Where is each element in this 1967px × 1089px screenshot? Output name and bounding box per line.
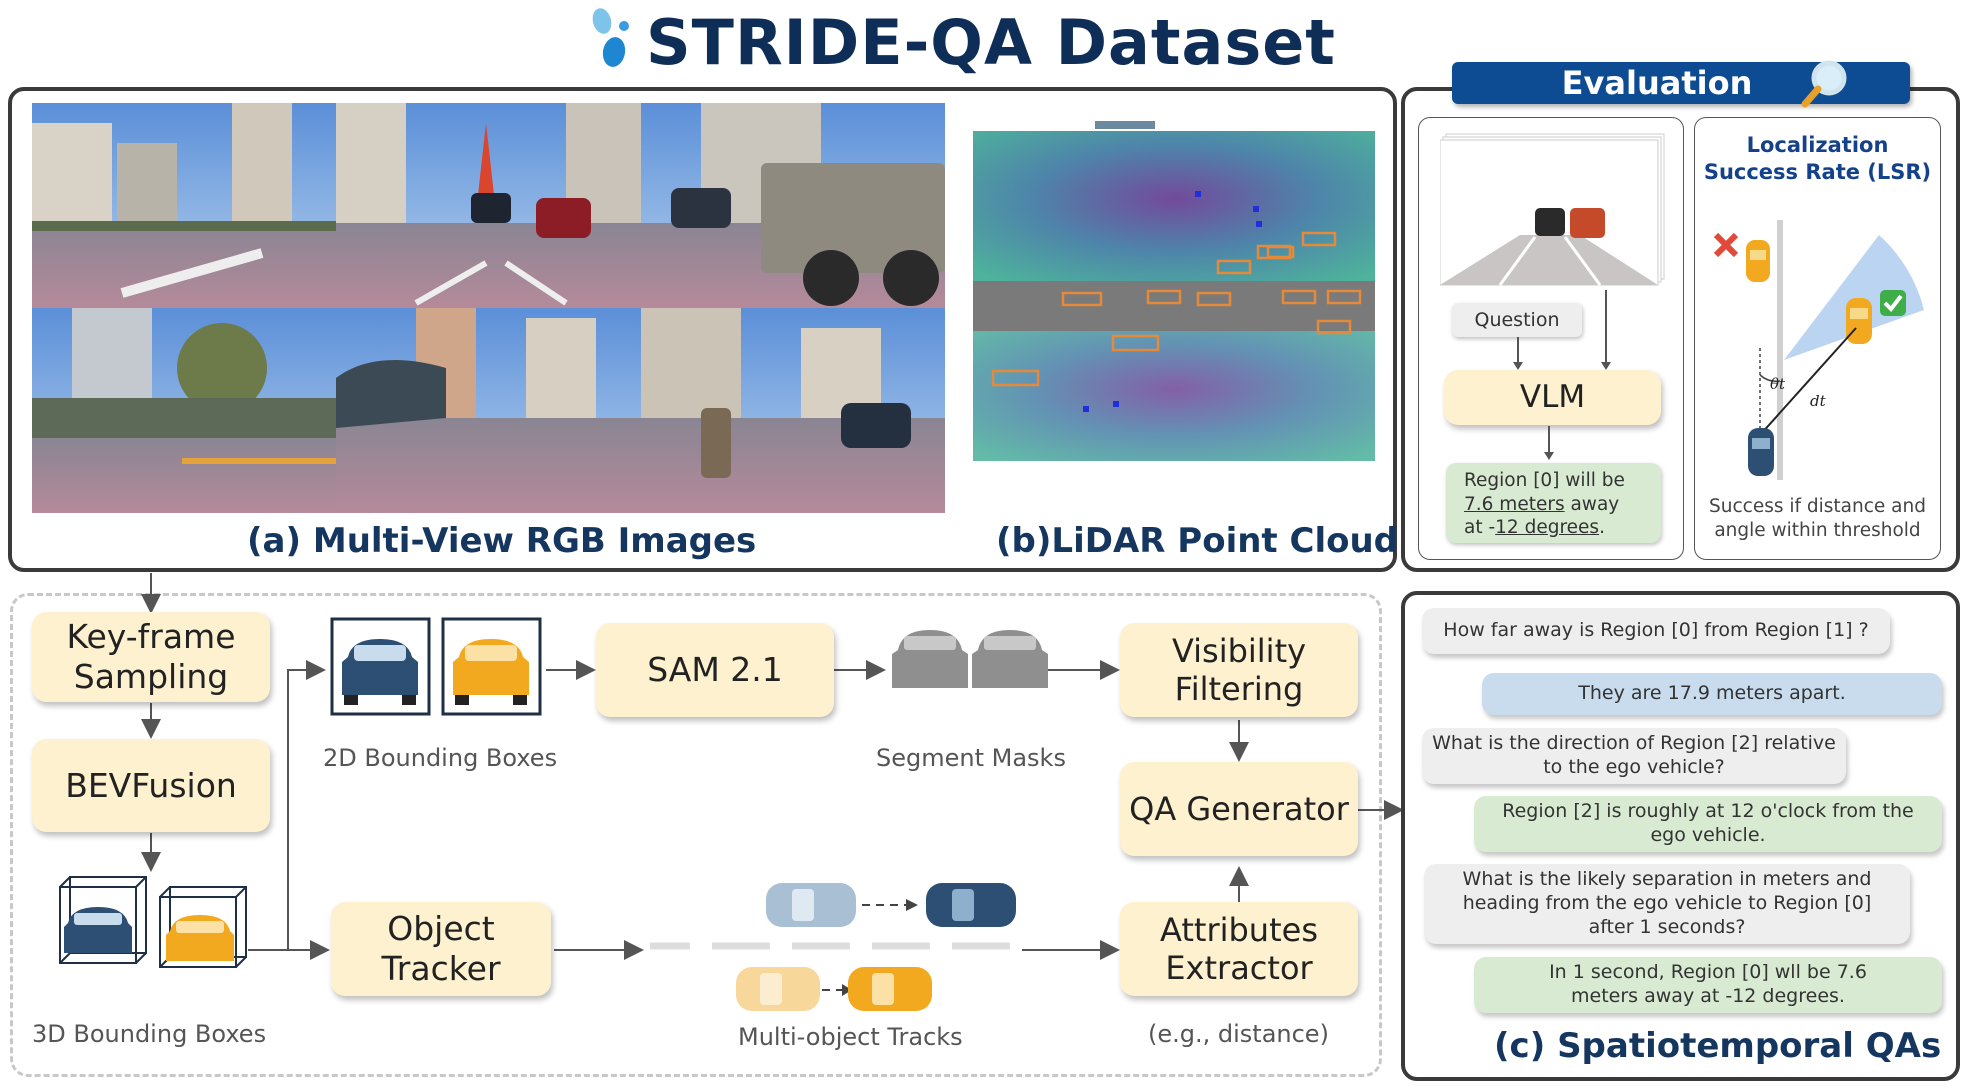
caption-qas: (c) Spatiotemporal QAs	[1494, 1026, 1942, 1066]
answer-distance: 7.6 meters	[1464, 493, 1565, 515]
page-title: STRIDE-QA Dataset	[646, 6, 1336, 79]
answer-line-1: Region [0] will be	[1464, 470, 1625, 491]
qa-question-3: What is the likely separation in meters …	[1424, 864, 1910, 944]
multi-object-tracks-illustration	[736, 883, 1016, 1011]
answer-bubble: Region [0] will be 7.6 meters away at -1…	[1446, 463, 1661, 543]
lsr-title-line-1: Localization	[1746, 133, 1889, 157]
object-tracker-label: Object Tracker	[381, 909, 501, 988]
answer-line-3: at -12 degrees.	[1464, 516, 1661, 540]
caption-lidar: (b)LiDAR Point Cloud	[996, 521, 1399, 561]
evaluation-title: Evaluation	[1561, 64, 1753, 102]
answer-angle: 12 degrees	[1495, 517, 1600, 539]
object-tracker-box: Object Tracker	[331, 902, 551, 996]
lsr-title-line-2: Success Rate (LSR)	[1703, 160, 1932, 185]
lidar-visual	[973, 121, 1375, 486]
lsr-note-line-2: angle within threshold	[1714, 520, 1921, 542]
pipeline-area	[10, 593, 1382, 1077]
visibility-filtering-box: Visibility Filtering	[1120, 623, 1358, 717]
answer-period: .	[1599, 517, 1605, 539]
keyframe-sampling-label: Key-frame Sampling	[66, 617, 236, 696]
track-car-orange	[848, 967, 932, 1011]
track-car-blue-faded	[766, 883, 856, 927]
bbox-2d-illustration	[330, 617, 542, 716]
qa-answer-2: Region [2] is roughly at 12 o'clock from…	[1474, 796, 1942, 852]
blue-car-icon	[342, 639, 418, 705]
eval-arrows	[1513, 290, 1611, 460]
answer-line-2: 7.6 meters away	[1464, 493, 1661, 517]
answer-at: at -	[1464, 517, 1496, 539]
multi-view-image-grid	[32, 103, 945, 513]
camera-tile-front-left	[32, 103, 336, 308]
label-tracks: Multi-object Tracks	[738, 1023, 963, 1051]
lsr-note: Success if distance and angle within thr…	[1694, 495, 1941, 543]
sam-label: SAM 2.1	[647, 650, 783, 690]
bbox-3d-illustration	[59, 876, 247, 968]
track-car-orange-faded	[736, 967, 820, 1011]
check-icon	[1880, 290, 1906, 316]
lsr-title: Localization Success Rate (LSR)	[1694, 132, 1941, 187]
qa-answer-1: They are 17.9 meters apart.	[1482, 673, 1942, 715]
label-segment-masks: Segment Masks	[876, 744, 1066, 772]
vlm-box: VLM	[1444, 370, 1661, 425]
magnifier-icon	[1801, 60, 1847, 108]
track-car-blue	[926, 883, 1016, 927]
camera-tile-front-right	[641, 103, 945, 308]
bevfusion-label: BEVFusion	[65, 765, 237, 805]
multi-view-images	[32, 103, 945, 513]
qa-question-1: How far away is Region [0] from Region […	[1422, 608, 1890, 654]
lsr-diagram	[1713, 220, 1924, 480]
cross-icon	[1713, 232, 1739, 258]
distance-label: dt	[1810, 392, 1826, 410]
question-chip: Question	[1452, 303, 1582, 337]
theta-label: θt	[1770, 375, 1786, 393]
segment-masks-illustration	[892, 630, 1048, 688]
label-3d-boxes: 3D Bounding Boxes	[32, 1020, 267, 1048]
orange-car-icon	[453, 639, 529, 705]
visibility-filtering-label: Visibility Filtering	[1171, 631, 1307, 708]
answer-away: away	[1564, 493, 1620, 515]
camera-tile-rear-right	[641, 308, 945, 513]
camera-tile-front	[336, 103, 641, 308]
qa-answer-3: In 1 second, Region [0] wll be 7.6 meter…	[1474, 957, 1942, 1013]
caption-multi-view: (a) Multi-View RGB Images	[247, 521, 757, 561]
attributes-extractor-label: Attributes Extractor	[1160, 910, 1318, 987]
keyframe-sampling-box: Key-frame Sampling	[32, 612, 270, 702]
qa-generator-label: QA Generator	[1129, 789, 1349, 828]
camera-tile-rear	[336, 308, 641, 513]
evaluation-header: Evaluation	[1452, 60, 1910, 108]
bevfusion-box: BEVFusion	[32, 739, 270, 832]
attributes-extractor-box: Attributes Extractor	[1120, 902, 1358, 996]
qa-generator-box: QA Generator	[1120, 762, 1358, 856]
camera-tile-rear-left	[32, 308, 336, 513]
qa-question-2: What is the direction of Region [2] rela…	[1422, 728, 1846, 784]
lidar-point-cloud	[973, 121, 1375, 486]
footprints-icon	[592, 8, 629, 67]
scene-cards-stack	[1440, 133, 1665, 286]
label-2d-boxes: 2D Bounding Boxes	[323, 744, 558, 772]
label-example-attribute: (e.g., distance)	[1148, 1020, 1329, 1048]
sam-box: SAM 2.1	[596, 623, 834, 717]
title-area: STRIDE-QA Dataset	[0, 0, 1967, 86]
lsr-note-line-1: Success if distance and	[1709, 496, 1926, 517]
